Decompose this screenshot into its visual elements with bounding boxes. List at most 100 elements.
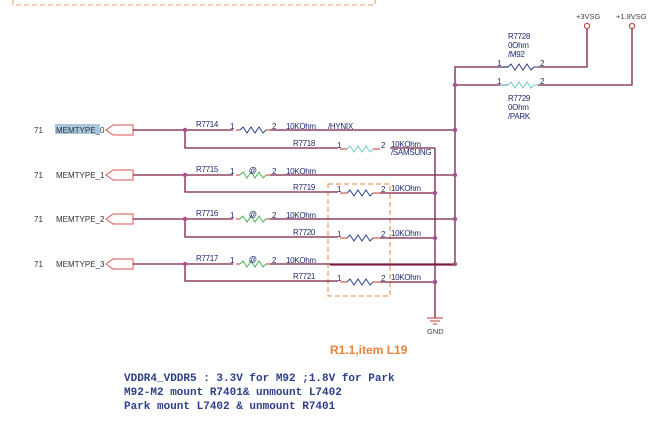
junction-dot [432,190,438,196]
top-dashed-box [12,0,376,6]
ref-label: R7715 [196,165,219,174]
resistor-r7719[interactable]: R7719 1 2 10KOhm [293,183,422,197]
ground-symbol: GND [427,317,444,336]
off-page-connector-icon[interactable] [105,258,134,270]
power-rail-3vsg[interactable]: +3VSG [576,12,601,30]
value-label: 10KOhm [286,256,316,265]
resistor-zigzag-icon [500,81,538,89]
page-ref: 71 [34,126,43,135]
revision-note: R1.1,item L19 [330,343,408,357]
pin1-label: 1 [497,77,502,86]
page-ref: 71 [34,260,43,269]
variant-label: /M92 [508,50,525,59]
ref-label: R7729 [508,94,531,103]
resistor-zigzag-icon [239,126,267,134]
design-note-line-2: M92-M2 mount R7401& unmount L7402 [124,387,342,399]
junction-dot [452,216,458,222]
pin1-label: 1 [337,185,342,194]
ref-label: R7728 [508,32,531,41]
wire [184,130,338,149]
ref-label: R7719 [293,183,316,192]
ref-label: R7718 [293,139,316,148]
value-label: 10KOhm [391,229,421,238]
pin1-label: 1 [230,256,235,265]
signal-name[interactable]: MEMTYPE_2 [56,215,105,224]
pin2-label: 2 [381,230,386,239]
rail-label: +1.8VSG [616,12,647,21]
variant-marker: @ [249,210,257,219]
resistor-r7728[interactable]: R7728 0Ohm /M92 1 2 [497,32,545,71]
wire-pullup-bus [330,66,508,266]
power-rail-1-8vsg[interactable]: +1.8VSG [616,12,647,30]
wire [184,264,338,282]
power-port-icon [628,22,636,30]
variant-label: /SAMSUNG [391,148,431,157]
signal-name[interactable]: MEMTYPE_1 [56,171,105,180]
ref-label: R7721 [293,272,316,281]
variant-marker: @ [249,166,257,175]
pin2-label: 2 [272,256,277,265]
value-label: 0Ohm [508,41,529,50]
resistor-zigzag-icon [346,189,374,197]
pin1-label: 1 [230,211,235,220]
pin1-label: 1 [230,167,235,176]
wire-3vsg [538,29,588,68]
signal-name[interactable]: MEMTYPE_0 [56,126,105,135]
junction-dot [182,127,188,133]
page-ref: 71 [34,215,43,224]
junction-dot [432,235,438,241]
variant-label: /HYNIX [328,122,354,131]
signal-name[interactable]: MEMTYPE_3 [56,260,105,269]
pin1-label: 1 [337,274,342,283]
pin1-label: 1 [497,59,502,68]
off-page-connector-icon[interactable] [105,124,134,136]
value-label: 0Ohm [508,103,529,112]
pin2-label: 2 [381,274,386,283]
pin1-label: 1 [337,230,342,239]
value-label: 10KOhm [286,211,316,220]
rail-label: +3VSG [576,12,601,21]
junction-dot [182,261,188,267]
junction-dot [182,172,188,178]
wire [184,219,338,238]
off-page-connector-icon[interactable] [105,213,134,225]
resistor-zigzag-icon [239,215,267,223]
wire-1-8vsg [538,29,633,86]
pin2-label: 2 [540,59,545,68]
power-port-icon [583,22,591,30]
resistor-zigzag-icon [346,234,374,242]
pin2-label: 2 [381,185,386,194]
ref-label: R7714 [196,120,219,129]
dnp-dashed-box [327,183,391,297]
junction-dot [452,127,458,133]
junction-dot [432,279,438,285]
pin2-label: 2 [272,211,277,220]
resistor-zigzag-icon [239,260,267,268]
design-note-line-3: Park mount L7402 & unmount R7401 [124,401,336,413]
selection-highlight [55,124,100,134]
resistor-zigzag-icon [500,63,538,71]
design-note-line-1: VDDR4_VDDR5 : 3.3V for M92 ;1.8V for Par… [124,373,395,385]
pin2-label: 2 [272,122,277,131]
pin1-label: 1 [337,141,342,150]
off-page-connector-icon[interactable] [105,169,134,181]
pin2-label: 2 [272,167,277,176]
wire [184,175,338,193]
value-label: 10KOhm [391,184,421,193]
page-ref: 71 [34,171,43,180]
pin1-label: 1 [230,122,235,131]
junction-dot [452,261,458,267]
resistor-r7729[interactable]: 1 2 R7729 0Ohm /PARK [497,77,545,121]
variant-label: /PARK [508,112,531,121]
resistor-zigzag-icon [346,145,374,153]
